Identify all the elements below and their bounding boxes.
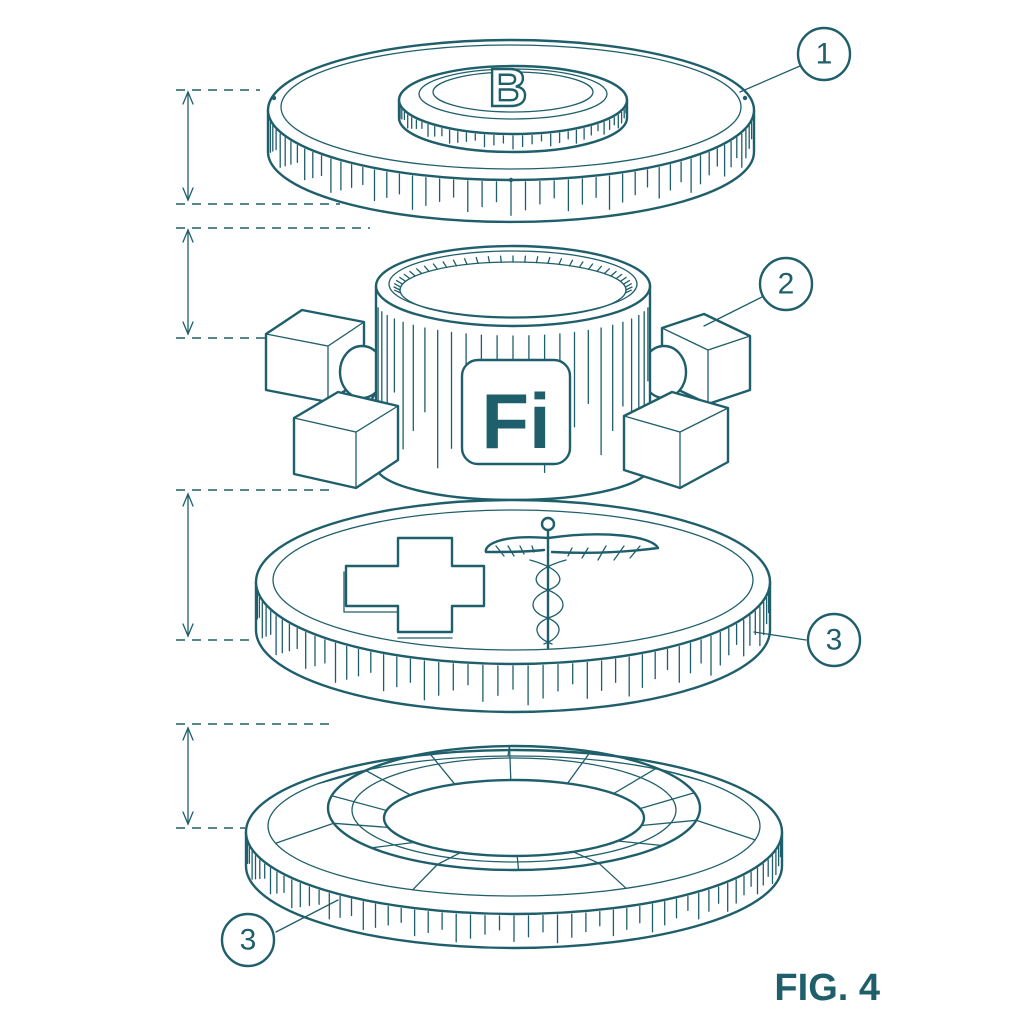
callout-1: 1 <box>739 26 852 93</box>
segmented-ring-icon <box>274 744 756 891</box>
fi-badge-text: Fi <box>481 377 550 465</box>
callout-3-upper: 3 <box>753 612 862 668</box>
coin-letter: B <box>489 58 528 118</box>
callout-3-lower-number: 3 <box>240 924 257 957</box>
callout-1-number: 1 <box>816 38 833 71</box>
callout-2-number: 2 <box>778 268 795 301</box>
fi-badge-icon: Fi <box>460 358 572 466</box>
component-2-housing: Fi <box>264 244 752 502</box>
coin-b-icon: B <box>397 57 629 154</box>
callout-3-lower: 3 <box>220 899 339 968</box>
callout-3-upper-number: 3 <box>826 624 843 657</box>
caduceus-icon <box>484 516 660 650</box>
callout-2: 2 <box>703 256 814 327</box>
figure-label: FIG. 4 <box>774 967 880 1009</box>
cube-front-left <box>292 390 400 490</box>
cube-front-right <box>622 390 730 490</box>
component-3-ring-base <box>244 744 784 950</box>
medical-cross-icon <box>343 536 486 639</box>
component-1-top-disc: B <box>266 38 756 224</box>
dimension-guides <box>176 89 370 829</box>
component-3-medical-disc <box>254 498 772 714</box>
